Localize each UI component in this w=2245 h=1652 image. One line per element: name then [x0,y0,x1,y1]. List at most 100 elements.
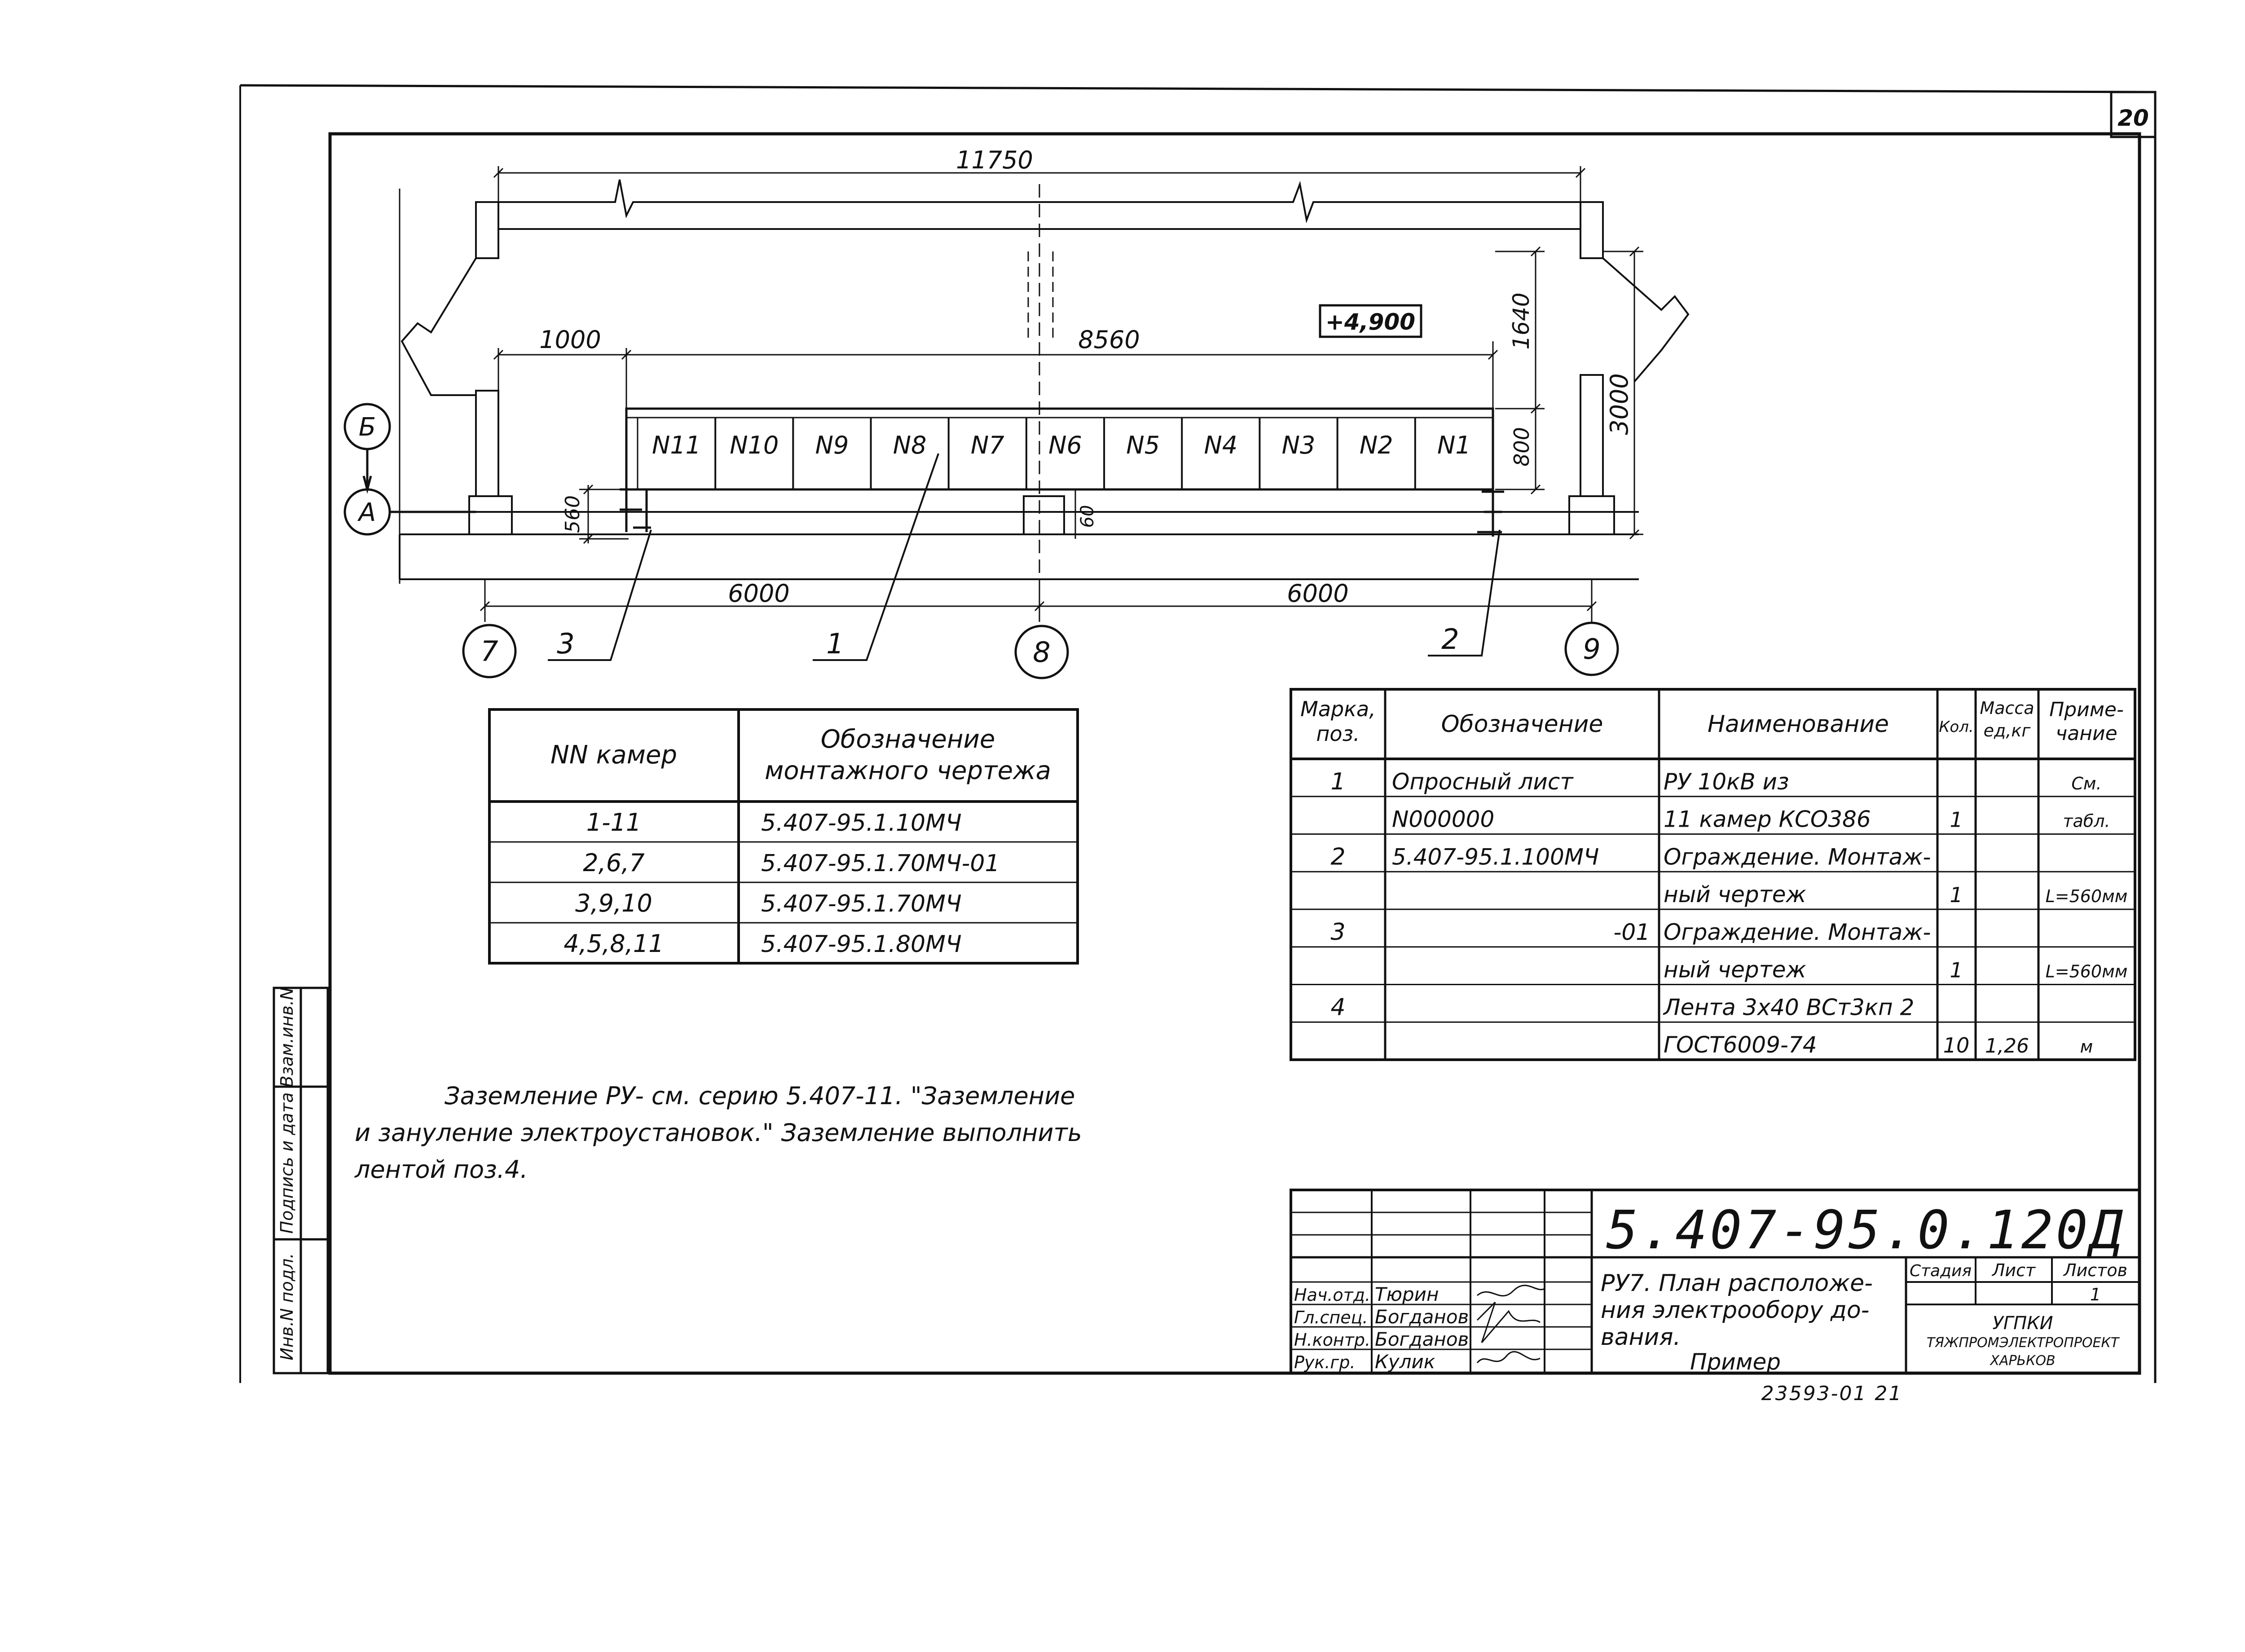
spec-table-cell: 1 [1950,883,1963,907]
spec-table-cell: См. [2071,774,2101,793]
signatures [1476,1285,1545,1364]
title-line-1: РУ7. План расположе- [1601,1270,1873,1297]
column-axis-9: 9 [1583,633,1600,665]
spec-table-cell: ный чертеж [1664,881,1806,907]
chamber-label: N3 [1282,431,1316,459]
spec-header-note-2: чание [2056,722,2117,745]
dimension-800: 800 [1510,427,1534,467]
chamber-table-cell: 2,6,7 [583,849,644,877]
stage-label: Стадия [1910,1262,1972,1280]
title-line-3: вания. [1601,1324,1681,1351]
chamber-label: N1 [1437,431,1471,459]
chamber-block [625,407,1494,491]
chamber-dividers [714,418,1416,489]
title-role: Рук.гр. [1294,1352,1356,1372]
callout-1: 1 [826,627,844,660]
chamber-label: N8 [893,431,927,459]
sheets-value: 1 [2090,1285,2101,1304]
spec-table-cell: Лента 3х40 ВСт3кп 2 [1663,994,1914,1020]
document-code: 5.407-95.0.120Д [1606,1199,2125,1261]
spec-table-cell: 3 [1330,919,1345,946]
spec-header-mark-1: Марка, [1300,697,1376,721]
column-axes [462,621,1619,679]
org-line-3: ХАРЬКОВ [1989,1353,2055,1369]
spec-header-mark-2: поз. [1316,722,1360,746]
title-person: Богданов [1375,1306,1469,1328]
org-line-1: УГПКИ [1992,1313,2053,1334]
sheet-label: Лист [1991,1260,2036,1280]
chamber-label: N11 [652,431,701,459]
grounding-note: Заземление РУ- см. серию 5.407-11. "Зазе… [355,1078,1253,1188]
chamber-table-cell: 5.407-95.1.80МЧ [761,931,962,958]
note-line-3: лентой поз.4. [355,1155,528,1184]
title-row-lines [1291,1211,1592,1350]
dimension-block-length: 8560 [1078,326,1140,354]
title-people: Нач.отд.ТюринГл.спец.БогдановН.контр.Бог… [1294,1283,1469,1373]
title-role: Гл.спец. [1294,1308,1368,1327]
spec-table-cell: Ограждение. Монтаж- [1664,844,1931,870]
chamber-table-header-drawing-1: Обозначение [821,725,995,754]
spec-header-designation: Обозначение [1441,711,1603,738]
position-leaders [548,453,1501,661]
side-stamp [273,987,329,1374]
chamber-label: N9 [815,431,849,459]
spec-table-cell: 1,26 [1985,1035,2029,1057]
side-stamp-inv: Инв.N подл. [277,1253,297,1361]
title-person: Кулик [1375,1351,1435,1373]
spec-header-note-1: Приме- [2049,698,2124,721]
elevation-box [1319,304,1422,338]
spec-header-qty: Кол. [1939,718,1973,736]
title-person: Богданов [1375,1328,1469,1350]
chamber-table-cell: 5.407-95.1.70МЧ-01 [761,850,1000,877]
callout-3: 3 [557,627,574,660]
note-line-2: и зануление электроустановок." Заземлени… [355,1119,1082,1147]
spec-table-grid [1290,688,2136,1061]
callout-2: 2 [1441,623,1459,656]
chamber-table-cell: 4,5,8,11 [563,930,664,958]
spec-table-cell: Ограждение. Монтаж- [1664,919,1931,945]
spec-row-lines [1291,796,2135,1023]
spec-table-cell: РУ 10кВ из [1664,769,1789,795]
spec-table-cell: L=560мм [2046,886,2128,906]
archive-number: 23593-01 21 [1761,1382,1903,1405]
chamber-table-cell: 5.407-95.1.10МЧ [761,810,962,837]
dimension-1640: 1640 [1508,292,1534,349]
row-axis-b: Б [359,413,376,442]
chamber-label: N7 [971,431,1004,459]
row-axes [343,403,476,536]
title-subtitle: Пример [1690,1349,1781,1375]
spec-table-cell: ГОСТ6009-74 [1664,1032,1817,1058]
chamber-label: N2 [1360,431,1393,459]
elevation-mark: +4,900 [1325,309,1415,335]
spec-table-cell: 2 [1330,843,1345,870]
title-role: Нач.отд. [1294,1285,1370,1305]
note-line-1: Заземление РУ- см. серию 5.407-11. "Зазе… [445,1082,1075,1110]
chamber-label: N10 [730,431,779,459]
spec-table-cell: 5.407-95.1.100МЧ [1392,844,1599,870]
chamber-label: N5 [1126,431,1160,459]
sheet-number: 20 [2117,105,2149,131]
chamber-table-cell: 1-11 [586,808,642,837]
spec-table-cell: Опросный лист [1392,769,1574,795]
dimension-span-left: 6000 [728,579,789,608]
title-person: Тюрин [1375,1283,1439,1305]
side-stamp-replace: Взам.инв.N [277,987,297,1088]
floor-plan [399,179,1690,620]
spec-table-cell: 4 [1330,994,1345,1021]
dimension-span-right: 6000 [1287,579,1348,608]
chamber-table-cell: 3,9,10 [575,889,652,917]
overall-dimension: 11750 [956,146,1033,174]
sheet-frame [239,84,2157,1383]
spec-table-cell: м [2080,1037,2093,1057]
dimension-left-offset: 1000 [539,326,601,354]
chamber-label: N6 [1048,431,1082,459]
chamber-table-cell: 5.407-95.1.70МЧ [761,890,962,917]
chamber-table-header-drawing-2: монтажного чертежа [765,756,1051,785]
column-axis-8: 8 [1033,636,1050,669]
spec-table-cell: 1 [1330,768,1345,795]
chamber-table-rows: 1-11 5.407-95.1.10МЧ 2,6,7 5.407-95.1.70МЧ-… [563,808,999,958]
spec-table-cell: 11 камер КСО386 [1664,806,1871,833]
side-stamp-sign: Подпись и дата [277,1093,297,1234]
